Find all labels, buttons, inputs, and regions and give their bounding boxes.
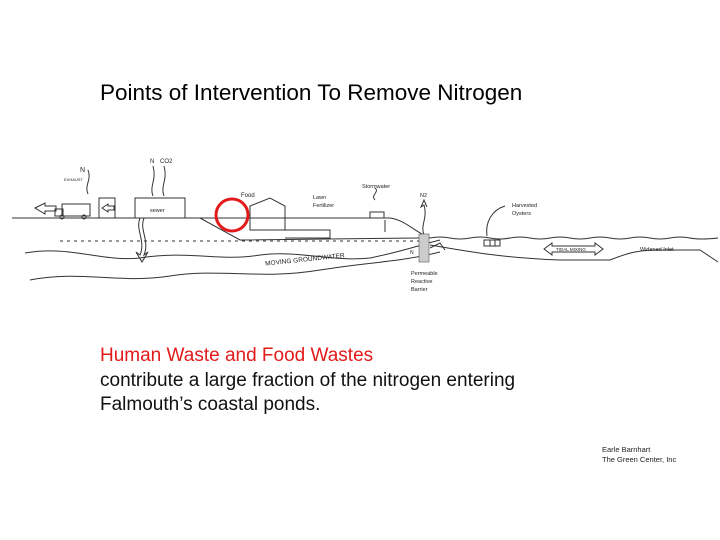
ground-line	[12, 217, 431, 241]
sewer-down-arrow	[135, 217, 149, 263]
n2-label: N2	[420, 193, 427, 199]
co2-label: CO2	[160, 159, 173, 165]
body-line-2: Falmouth’s coastal ponds.	[100, 394, 321, 415]
barrier-label-2: Reactive	[411, 279, 432, 285]
lawn-label: Lawn	[313, 195, 326, 201]
harvested-label: Harvested	[512, 203, 537, 209]
sewer-label: sewer	[150, 208, 165, 214]
permeable-reactive-barrier	[418, 233, 430, 263]
exhaust-n-label: N	[80, 167, 85, 174]
stormwater-label: Stormwater	[362, 184, 390, 190]
pond-bottom	[429, 244, 719, 263]
groundwater-lower	[29, 251, 441, 281]
groundwater-upper	[24, 239, 441, 260]
n2-arrow	[419, 198, 428, 236]
credit-org: The Green Center, Inc	[602, 455, 677, 464]
pump-station	[98, 197, 116, 219]
body-line-1: contribute a large fraction of the nitro…	[100, 369, 516, 391]
sewer-box	[134, 197, 186, 219]
groundwater-label: MOVING GROUNDWATER	[265, 252, 345, 267]
widened-inlet-label: Widened Inlet	[640, 247, 674, 253]
highlight-text: Human Waste and Food Wastes	[100, 345, 374, 366]
fertilizer-label: Fertilizer	[313, 203, 334, 209]
house	[249, 197, 331, 239]
credit-name: Earle Barnhart	[602, 445, 651, 454]
tidal-label: TIDAL MIXING	[556, 247, 586, 252]
sewer-n-label: N	[150, 159, 154, 165]
slide-title: Points of Intervention To Remove Nitroge…	[100, 80, 523, 105]
truck	[61, 203, 91, 217]
tidal-arrow	[543, 242, 604, 256]
slide-body: Human Waste and Food Wastes contribute a…	[100, 344, 515, 418]
left-arrow	[33, 202, 57, 215]
oysters-label: Oysters	[512, 211, 531, 217]
n-wavy	[151, 165, 166, 197]
barrier-label-1: Permeable	[411, 271, 438, 277]
credit: Earle Barnhart The Green Center, Inc	[602, 445, 676, 465]
food-label: Food	[241, 193, 255, 199]
exhaust-wavy	[86, 169, 90, 195]
barrier-label-3: Barrier	[411, 287, 428, 293]
water-surface	[429, 236, 719, 240]
exhaust-label: EXHAUST	[64, 177, 83, 182]
groundwater-n-label: N	[410, 250, 414, 256]
nitrogen-cycle-diagram: N EXHAUST N CO2 sewer Food Lawn Fertiliz…	[12, 159, 719, 293]
harvest-arrow	[486, 205, 506, 237]
highlight-circle	[214, 197, 250, 233]
